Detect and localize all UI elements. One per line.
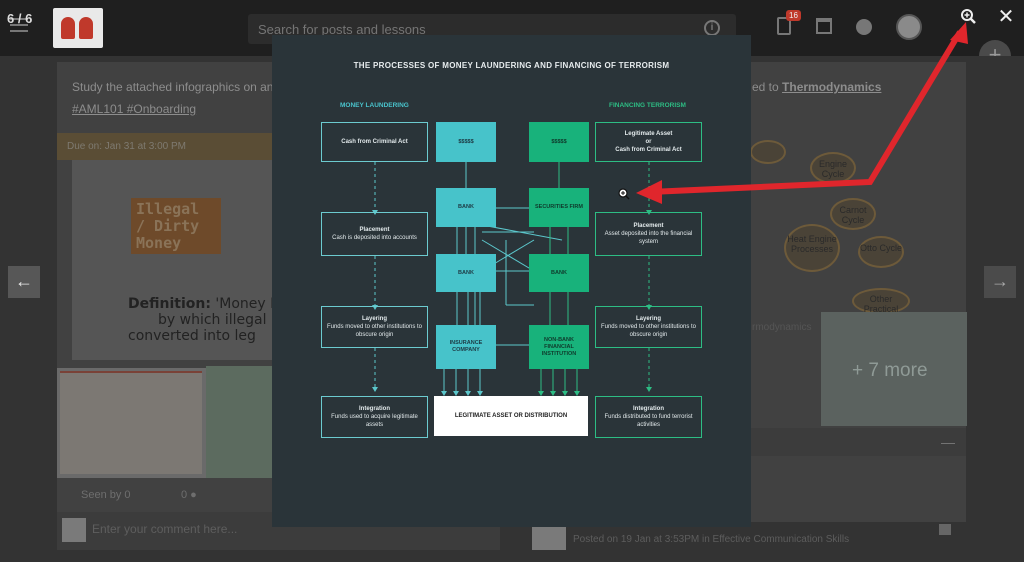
mindmap-preview[interactable]: Engine Cycle Carnot Cycle Heat Engine Pr…: [740, 100, 966, 314]
notifications-icon[interactable]: [777, 17, 791, 35]
mindmap-node: Carnot Cycle: [830, 198, 876, 230]
mindmap-node: Otto Cycle: [858, 236, 904, 268]
zoom-cursor-icon: [618, 188, 630, 200]
thermodynamics-link[interactable]: Thermodynamics: [782, 80, 882, 94]
calendar-icon[interactable]: [816, 18, 832, 34]
bank-box: BANK: [529, 254, 589, 292]
bank-box: BANK: [436, 254, 496, 292]
home-icon[interactable]: [939, 524, 951, 535]
insurance-company-box: INSURANCE COMPANY: [436, 325, 496, 369]
comment-input[interactable]: Enter your comment here...: [92, 522, 238, 536]
illegal-money-label: Illegal / Dirty Money: [131, 198, 221, 254]
post-text: Study the attached infographics on anti …: [72, 80, 293, 94]
related-action-row: [750, 428, 966, 456]
globe-icon[interactable]: [856, 19, 872, 35]
posted-info: Posted on 19 Jan at 3:53PM in Effective …: [573, 534, 850, 545]
financing-terrorism-label: FINANCING TERRORISM: [609, 102, 686, 109]
notification-count-badge: 16: [786, 10, 801, 21]
post-hashtags[interactable]: #AML101 #Onboarding: [72, 102, 197, 116]
more-attachments-tile[interactable]: + 7 more: [821, 312, 967, 426]
previous-image-button[interactable]: ←: [8, 266, 40, 298]
seen-by-count[interactable]: Seen by 0: [81, 489, 131, 501]
non-bank-institution-box: NON-BANK FINANCIAL INSTITUTION: [529, 325, 589, 369]
collapse-icon[interactable]: —: [941, 434, 955, 450]
money-laundering-label: MONEY LAUNDERING: [340, 102, 409, 109]
app-logo[interactable]: [53, 8, 103, 48]
ml-cash-box: Cash from Criminal Act: [321, 122, 428, 162]
legitimate-asset-box: LEGITIMATE ASSET OR DISTRIBUTION: [434, 396, 588, 436]
related-text: ed to Thermodynamics: [752, 80, 882, 94]
comment-count[interactable]: 0 ●: [181, 489, 197, 501]
dollars-green-box: $$$$$: [529, 122, 589, 162]
image-counter: 6 / 6: [7, 11, 33, 26]
thermodynamics-caption: rmodynamics: [752, 322, 812, 333]
commenter-avatar: [62, 518, 86, 542]
user-avatar[interactable]: [896, 14, 922, 40]
attachment-thumbnail[interactable]: [60, 371, 202, 474]
hamburger-menu-icon[interactable]: [10, 18, 28, 32]
close-lightbox-button[interactable]: ✕: [997, 6, 1015, 28]
zoom-in-button[interactable]: [953, 2, 983, 32]
zoom-in-icon: [961, 9, 976, 24]
dollars-teal-box: $$$$$: [436, 122, 496, 162]
mindmap-node: [750, 140, 786, 164]
attachment-thumbnail[interactable]: [206, 366, 272, 478]
next-image-button[interactable]: →: [984, 266, 1016, 298]
definition-text: Definition: 'Money La by which illegal c…: [128, 296, 287, 344]
securities-firm-box: SECURITIES FIRM: [529, 188, 589, 227]
attachment-preview[interactable]: [72, 160, 272, 360]
due-date-text: Due on: Jan 31 at 3:00 PM: [67, 141, 186, 152]
infographic-title: THE PROCESSES OF MONEY LAUNDERING AND FI…: [353, 61, 670, 70]
bank-box: BANK: [436, 188, 496, 227]
mindmap-node: Heat Engine Processes: [784, 224, 840, 272]
infographic-image[interactable]: THE PROCESSES OF MONEY LAUNDERING AND FI…: [272, 35, 751, 527]
